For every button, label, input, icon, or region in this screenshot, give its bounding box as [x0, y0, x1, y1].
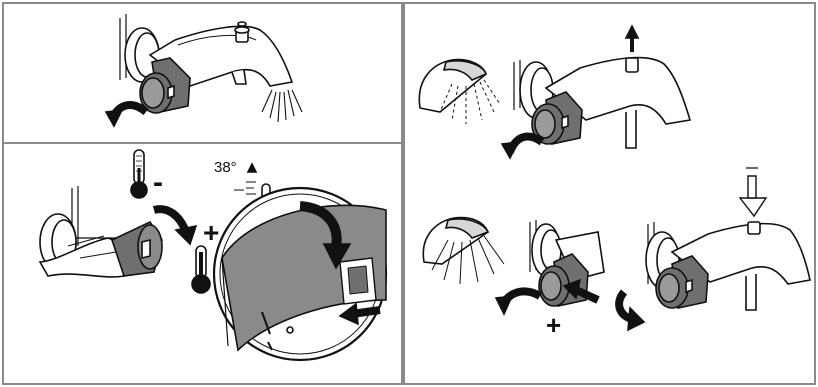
- shower-head-icon: [419, 60, 500, 124]
- rotate-arrow-icon: [106, 105, 146, 126]
- plus-sign: +: [203, 219, 219, 247]
- plus-sign-bottom: +: [546, 312, 561, 338]
- shower-head-icon: [423, 218, 504, 284]
- rotate-arrow-icon: [619, 292, 644, 330]
- panel-right: [419, 26, 810, 330]
- thermometer-icon: [192, 246, 210, 293]
- zoom-detail-circle: [214, 188, 386, 360]
- water-flow-icon: [262, 90, 302, 122]
- minus-sign: -: [153, 168, 163, 198]
- rotate-arrow-icon: [496, 291, 540, 314]
- panel-bottom-left: [40, 150, 386, 360]
- temperature-label: 38°: [214, 159, 237, 176]
- panel-top-left: [106, 14, 302, 126]
- rotate-arrow-icon: [502, 137, 542, 158]
- thermometer-icon: [131, 150, 147, 198]
